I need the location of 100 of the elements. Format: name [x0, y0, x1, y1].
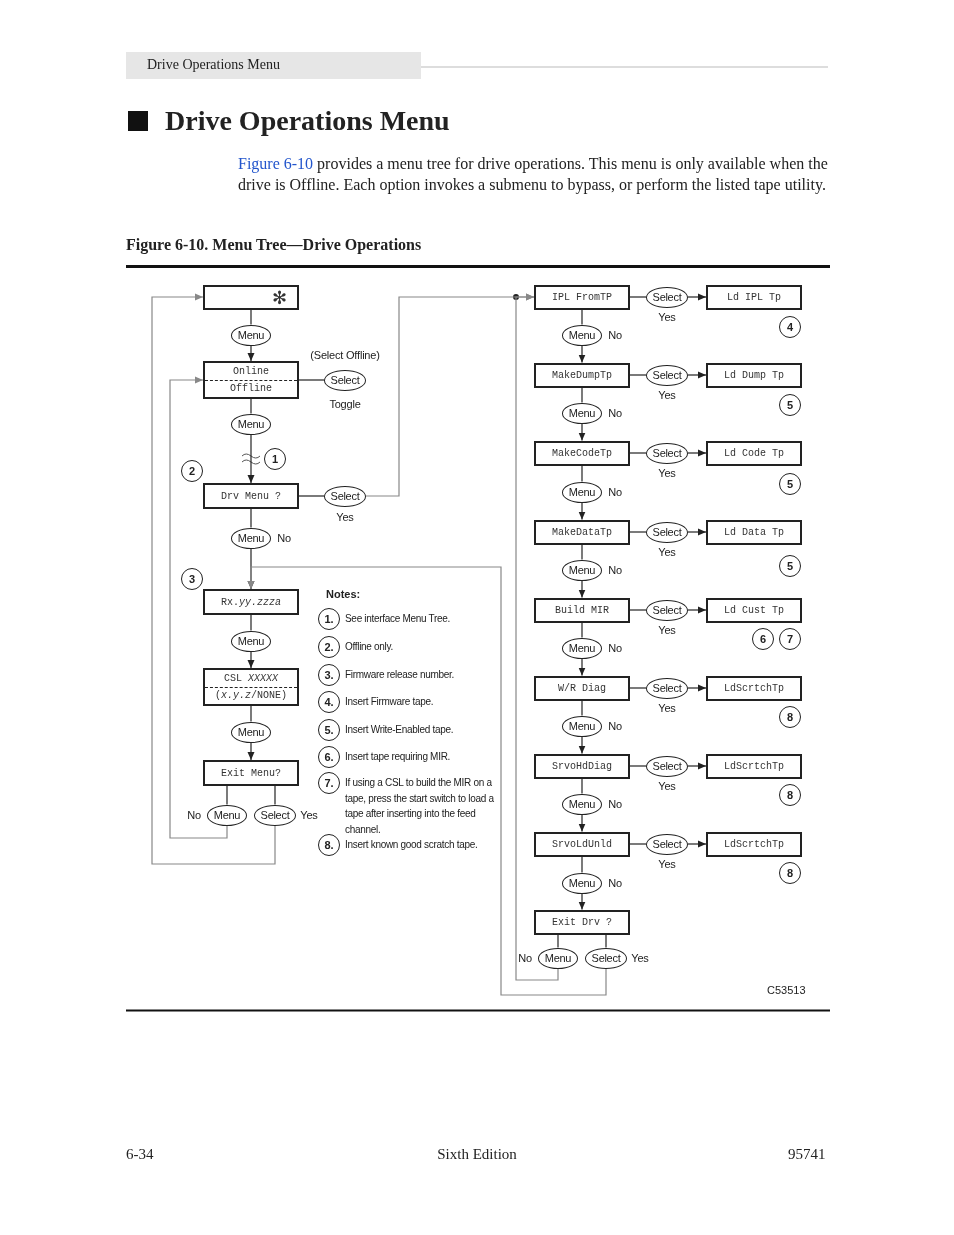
callout-number: 5 — [779, 473, 801, 495]
connector-line — [687, 449, 707, 457]
figure-caption: Figure 6-10. Menu Tree—Drive Operations — [126, 236, 422, 254]
edition-text: Sixth Edition — [437, 1146, 517, 1163]
connector-line — [581, 386, 583, 404]
figure-id: C53513 — [767, 984, 806, 996]
display-box: LdScrtchTp — [706, 675, 802, 701]
display-box: SrvoLdUnld — [534, 831, 630, 857]
branch-label: No — [277, 532, 291, 544]
figure-link: Figure 6-10 — [238, 155, 314, 172]
branch-label: No — [608, 877, 622, 889]
display-box: Exit Drv ? — [534, 909, 630, 935]
connector-line — [247, 344, 255, 362]
connector-line — [581, 543, 583, 561]
key-oval: Menu — [562, 402, 602, 424]
connector-line — [578, 735, 586, 755]
branch-label: No — [518, 952, 532, 964]
callout-number: 6 — [752, 628, 774, 650]
connector-line — [581, 464, 583, 483]
display-box — [203, 361, 299, 399]
callout-number: 8 — [779, 862, 801, 884]
key-oval: Menu — [562, 559, 602, 581]
key-oval: Menu — [562, 324, 602, 346]
connector-line — [578, 422, 586, 442]
connector-line — [151, 293, 276, 865]
connector-line — [250, 308, 252, 326]
key-oval: Menu — [231, 527, 271, 549]
connector-line — [250, 398, 252, 415]
connector-line — [605, 933, 607, 949]
connector-line — [629, 609, 647, 611]
branch-label: No — [608, 407, 622, 419]
branch-label: Yes — [658, 624, 676, 636]
callout-number: 3 — [181, 568, 203, 590]
page-title: Drive Operations Menu — [165, 105, 450, 137]
branch-label: No — [608, 798, 622, 810]
key-oval: Menu — [562, 637, 602, 659]
key-oval: Select — [324, 485, 366, 507]
connector-line — [274, 785, 276, 806]
key-oval: Menu — [231, 630, 271, 652]
callout-number: 8 — [779, 706, 801, 728]
display-line: Offline — [205, 379, 297, 397]
display-box — [203, 668, 299, 706]
key-oval: Menu — [538, 947, 578, 969]
connector-line — [578, 579, 586, 599]
connector-line — [687, 606, 707, 614]
callout-number: 4 — [779, 316, 801, 338]
connector-line — [687, 840, 707, 848]
branch-label: Yes — [658, 702, 676, 714]
connector-line — [581, 777, 583, 795]
branch-label: No — [608, 329, 622, 341]
connector-line — [581, 855, 583, 874]
note-text: Offline only. — [345, 640, 394, 654]
key-oval: Menu — [562, 793, 602, 815]
display-box: ✻ — [203, 284, 299, 310]
key-oval: Menu — [231, 721, 271, 743]
display-box: SrvoHdDiag — [534, 753, 630, 779]
key-oval: Select — [646, 442, 688, 464]
display-line: (x.y.z/NONE) — [205, 686, 297, 704]
connector-line — [629, 374, 647, 376]
callout-number: 1 — [264, 448, 286, 470]
key-oval: Select — [254, 804, 296, 826]
connector-line — [687, 371, 707, 379]
branch-label: No — [608, 486, 622, 498]
connector-line — [581, 699, 583, 717]
note-text: Insert tape requiring MIR. — [345, 750, 452, 764]
connector-line — [247, 566, 607, 996]
key-oval: Select — [646, 755, 688, 777]
callout-number: 7 — [779, 628, 801, 650]
note-number: 5. — [318, 719, 340, 741]
key-oval: Menu — [231, 413, 271, 435]
branch-label: Yes — [336, 511, 354, 523]
connector-line — [298, 495, 325, 497]
branch-label: Yes — [658, 389, 676, 401]
display-box: Drv Menu ? — [203, 483, 299, 509]
connector-line — [687, 684, 707, 692]
branch-label: No — [608, 564, 622, 576]
key-oval: Menu — [207, 804, 247, 826]
note-number: 2. — [318, 636, 340, 658]
connector-line — [515, 293, 559, 981]
running-header: Drive Operations Menu — [126, 52, 421, 79]
note-number: 8. — [318, 834, 340, 856]
key-oval: Select — [646, 521, 688, 543]
connector-line — [578, 813, 586, 833]
display-box: Ld IPL Tp — [706, 284, 802, 310]
key-oval: Select — [646, 833, 688, 855]
note-text: Insert known good scratch tape. — [345, 838, 479, 852]
connector-line — [629, 843, 647, 845]
display-box: Ld Data Tp — [706, 519, 802, 545]
branch-label: No — [608, 720, 622, 732]
key-oval: Menu — [231, 324, 271, 346]
document-number: 95741 — [788, 1146, 826, 1163]
connector-line — [581, 308, 583, 326]
key-oval: Select — [585, 947, 627, 969]
note-number: 1. — [318, 608, 340, 630]
branch-label: Yes — [658, 858, 676, 870]
branch-label: Yes — [300, 809, 318, 821]
key-oval: Menu — [562, 715, 602, 737]
branch-label: No — [187, 809, 201, 821]
connector-line — [629, 296, 647, 298]
display-box: LdScrtchTp — [706, 753, 802, 779]
